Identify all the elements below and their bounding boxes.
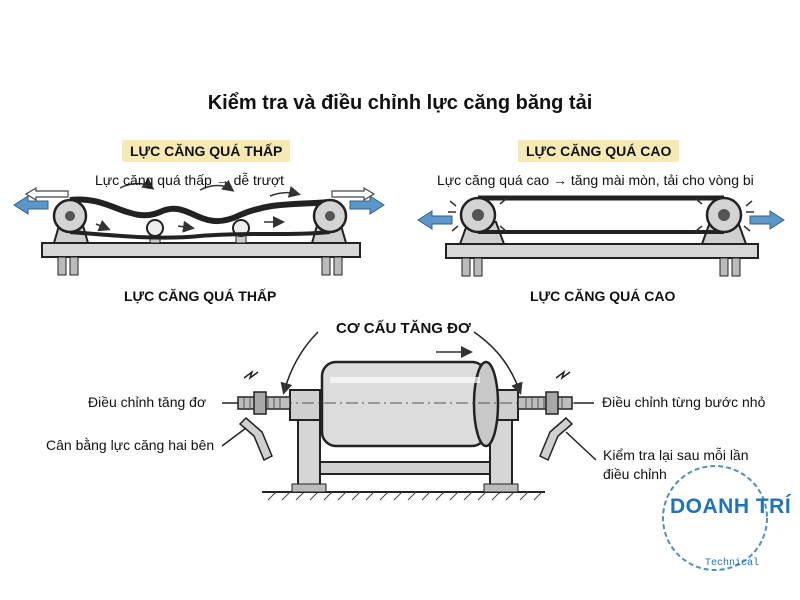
page-title: Kiểm tra và điều chỉnh lực căng băng tải xyxy=(207,92,593,114)
high-tension-caption: LỰC CĂNG QUÁ CAO xyxy=(530,288,676,304)
label-recheck-line2: điều chỉnh xyxy=(603,466,667,482)
brand-subtitle: Technical xyxy=(705,558,760,569)
tensioner-mechanism-diagram xyxy=(221,331,597,501)
label-small-steps: Điều chỉnh từng bước nhỏ xyxy=(602,394,766,410)
brand-logo-ring xyxy=(662,465,768,571)
tensioner-heading: CƠ CẤU TĂNG ĐƠ xyxy=(336,320,471,337)
low-tension-tag: LỰC CĂNG QUÁ THẤP xyxy=(122,140,291,162)
low-tension-note: Lực căng quá thấp → dễ trượt xyxy=(95,172,285,188)
low-tension-caption: LỰC CĂNG QUÁ THẤP xyxy=(124,288,277,304)
label-balance-tension: Cân bằng lực căng hai bên xyxy=(46,437,215,453)
brand-name: DOANH TRÍ xyxy=(670,495,792,518)
high-tension-note: Lực căng quá cao → tăng mài mòn, tải cho… xyxy=(437,172,754,188)
label-adjust-tensioner: Điều chỉnh tăng đơ xyxy=(88,394,207,410)
high-tension-diagram xyxy=(417,195,785,277)
high-tension-tag: LỰC CĂNG QUÁ CAO xyxy=(518,140,680,162)
label-recheck-line1: Kiểm tra lại sau mỗi lần xyxy=(603,447,749,463)
low-tension-diagram xyxy=(13,177,385,276)
